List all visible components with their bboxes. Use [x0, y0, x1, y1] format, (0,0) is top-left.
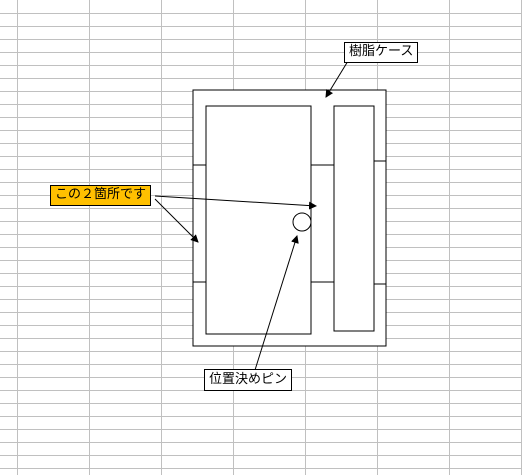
right-compartment	[333, 105, 375, 332]
spot-arrow-middle	[154, 195, 317, 210]
positioning-pin-label: 位置決めピン	[204, 369, 293, 391]
resin-case-label: 樹脂ケース	[344, 42, 419, 63]
two-spots-label: この２箇所です	[50, 185, 152, 206]
right-side-tab	[373, 160, 387, 285]
case-leader-arrow	[325, 60, 349, 98]
positioning-pin-circle	[292, 212, 312, 232]
spot-arrow-left	[154, 198, 199, 243]
pin-leader-arrow	[254, 235, 299, 371]
